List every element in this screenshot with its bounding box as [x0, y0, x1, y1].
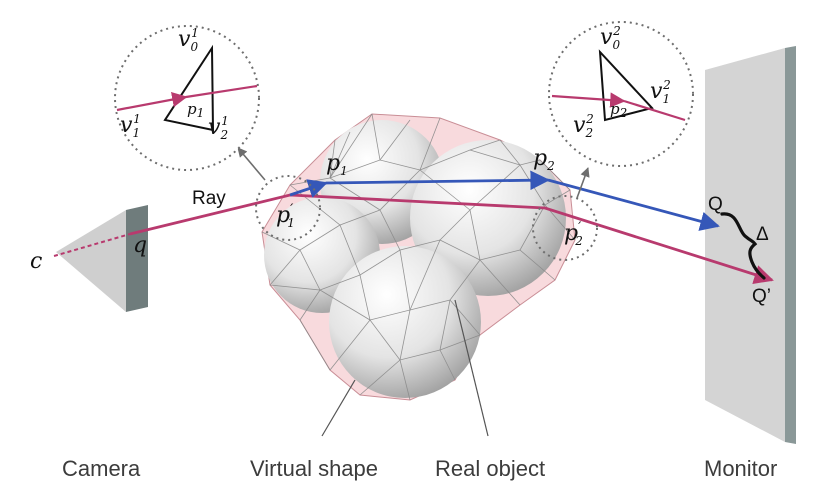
camera-ray-dashed: [53, 233, 131, 257]
zoom-arrow-right: [576, 167, 590, 199]
p1-label: p1: [326, 151, 348, 178]
inset-right: v02 v12 v22 p2: [548, 21, 694, 167]
incident-ray-to-p1: [289, 179, 328, 198]
delta-brace: [720, 212, 766, 280]
real-object: [264, 120, 566, 398]
inset-right-ray: [551, 92, 626, 108]
inset-left-v0: v01: [178, 26, 199, 54]
camera-frustum: [56, 210, 126, 312]
sphere-bottom: [329, 246, 481, 398]
caption-monitor: Monitor: [704, 456, 777, 481]
inset-left-ray: [116, 91, 188, 112]
inset-left-ray-out: [185, 84, 258, 99]
zoom-arrow-left: [237, 147, 266, 181]
camera-center-label: c: [30, 249, 42, 274]
monitor: [705, 46, 796, 444]
p2-prime-label: p′2: [564, 220, 583, 248]
virtual-ray-to-Q: [547, 178, 720, 231]
triangle-mesh: [261, 113, 576, 401]
inset-left-triangle: [163, 44, 215, 132]
inset-right-v2: v22: [573, 112, 594, 140]
inset-right-triangle: [598, 49, 654, 122]
monitor-face: [705, 48, 785, 442]
inset-right-circle: [548, 21, 694, 167]
virtual-ray-p1-p2: [325, 170, 550, 191]
local-circle-right: [532, 195, 598, 261]
caption-real-object: Real object: [435, 456, 545, 481]
caption-virtual-shape: Virtual shape: [250, 456, 378, 481]
inset-left-v1: v11: [120, 112, 141, 140]
p1-prime-label: p′1: [276, 202, 295, 230]
image-point-label: q: [133, 233, 147, 258]
delta-label: Δ: [756, 224, 769, 245]
rays: [129, 170, 774, 285]
inset-left-p: p1: [187, 100, 204, 120]
inset-right-v0: v02: [600, 24, 621, 52]
ray-label: Ray: [192, 188, 226, 209]
Q-prime-label: Q’: [752, 286, 771, 307]
caption-camera: Camera: [62, 456, 141, 481]
monitor-edge: [785, 46, 796, 444]
p2-label: p2: [533, 146, 555, 173]
inset-right-ray-out: [623, 99, 686, 122]
camera-image-plane: [126, 205, 148, 312]
inset-left-v2: v21: [208, 114, 229, 142]
inset-right-v1: v12: [650, 78, 671, 106]
inset-right-p: p2: [610, 100, 627, 120]
camera: [53, 205, 148, 312]
refracted-ray: [129, 193, 774, 285]
real-object-leader: [454, 299, 489, 437]
local-circle-left: [255, 175, 321, 241]
inset-left: v01 v11 v21 p1: [114, 25, 260, 171]
Q-label: Q: [708, 194, 723, 215]
virtual-shape-leader: [321, 379, 356, 437]
